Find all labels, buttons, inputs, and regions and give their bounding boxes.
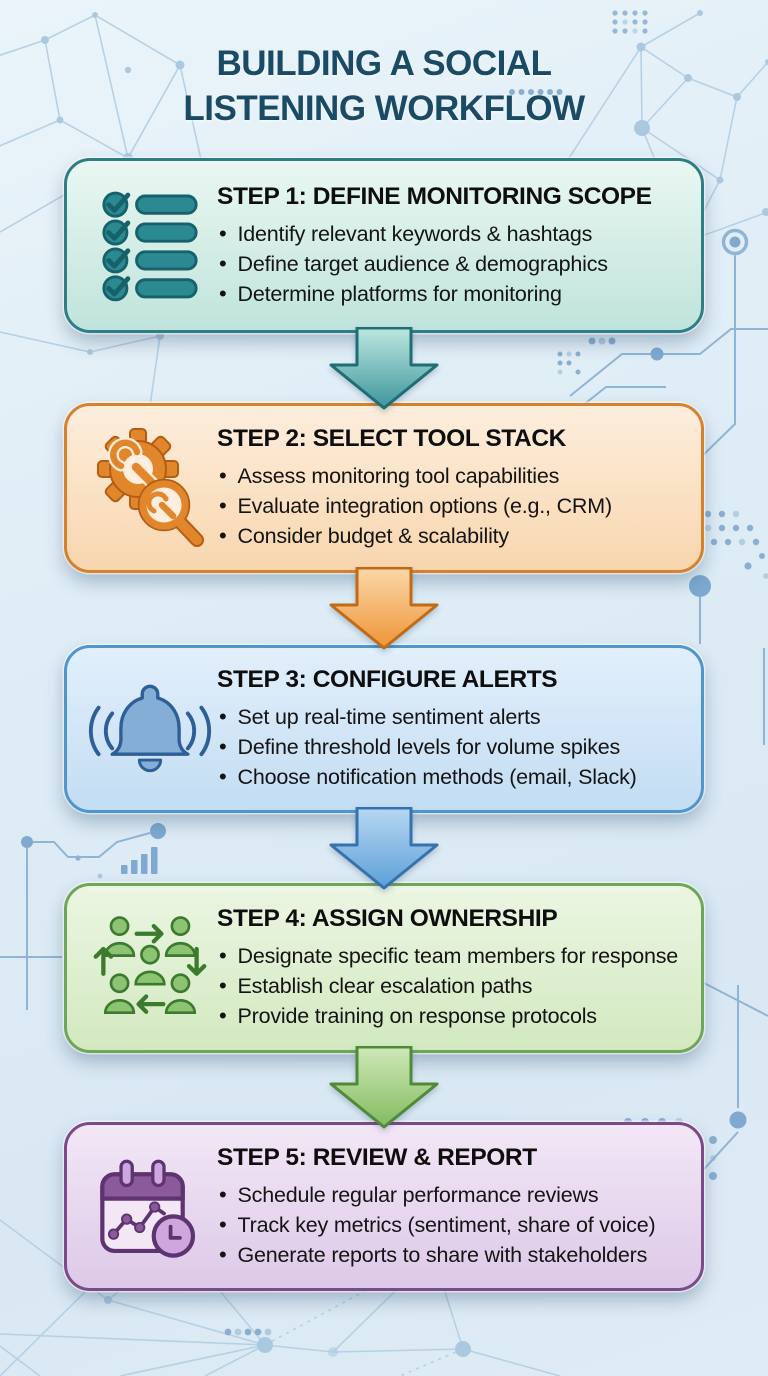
- calendar-report-icon: [83, 1153, 217, 1261]
- step-2-card: STEP 2: SELECT TOOL STACK Assess monitor…: [64, 403, 704, 573]
- checklist-icon: [83, 189, 217, 303]
- step-3-title: STEP 3: CONFIGURE ALERTS: [217, 666, 558, 693]
- bullet-item: Evaluate integration options (e.g., CRM): [217, 491, 679, 521]
- bullet-item: Determine platforms for monitoring: [217, 279, 679, 309]
- tools-icon: [83, 427, 217, 549]
- bullet-item: Define target audience & demographics: [217, 249, 679, 279]
- bullet-item: Generate reports to share with stakehold…: [217, 1240, 679, 1270]
- bullet-item: Track key metrics (sentiment, share of v…: [217, 1210, 679, 1240]
- step-1-bullets: Identify relevant keywords & hashtags De…: [217, 219, 679, 309]
- bullet-item: Designate specific team members for resp…: [217, 941, 679, 971]
- page-title-line2: LISTENING WORKFLOW: [183, 88, 585, 128]
- step-4-bullets: Designate specific team members for resp…: [217, 941, 679, 1031]
- step-1-title: STEP 1: DEFINE MONITORING SCOPE: [217, 182, 652, 210]
- mini-bar-chart-decoration: [121, 847, 158, 874]
- page-title-line1: BUILDING A SOCIAL: [216, 44, 552, 83]
- bullet-item: Identify relevant keywords & hashtags: [217, 219, 679, 249]
- flow-arrow-down-4: [326, 1046, 442, 1130]
- flow-arrow-down-2: [326, 567, 442, 651]
- step-2-title: STEP 2: SELECT TOOL STACK: [217, 425, 566, 452]
- team-workflow-icon: [83, 912, 217, 1024]
- bullet-item: Assess monitoring tool capabilities: [217, 461, 679, 491]
- step-4-title: STEP 4: ASSIGN OWNERSHIP: [217, 905, 558, 932]
- bullet-item: Provide training on response protocols: [217, 1001, 679, 1031]
- bullet-item: Establish clear escalation paths: [217, 971, 679, 1001]
- flow-arrow-down-1: [326, 327, 442, 411]
- step-1-card: STEP 1: DEFINE MONITORING SCOPE Identify…: [64, 158, 704, 333]
- bullet-item: Consider budget & scalability: [217, 521, 679, 551]
- step-3-bullets: Set up real-time sentiment alerts Define…: [217, 702, 679, 792]
- bullet-item: Define threshold levels for volume spike…: [217, 732, 679, 762]
- flow-arrow-down-3: [326, 807, 442, 891]
- step-5-bullets: Schedule regular performance reviews Tra…: [217, 1180, 679, 1270]
- step-2-bullets: Assess monitoring tool capabilities Eval…: [217, 461, 679, 551]
- bullet-item: Choose notification methods (email, Slac…: [217, 762, 679, 792]
- page-title: BUILDING A SOCIAL LISTENING WORKFLOW: [0, 42, 768, 132]
- bullet-item: Set up real-time sentiment alerts: [217, 702, 679, 732]
- alert-bell-icon: [83, 676, 217, 782]
- step-5-card: STEP 5: REVIEW & REPORT Schedule regular…: [64, 1122, 704, 1291]
- step-3-card: STEP 3: CONFIGURE ALERTS Set up real-tim…: [64, 645, 704, 813]
- step-5-title: STEP 5: REVIEW & REPORT: [217, 1143, 537, 1171]
- bullet-item: Schedule regular performance reviews: [217, 1180, 679, 1210]
- step-4-card: STEP 4: ASSIGN OWNERSHIP Designate speci…: [64, 883, 704, 1053]
